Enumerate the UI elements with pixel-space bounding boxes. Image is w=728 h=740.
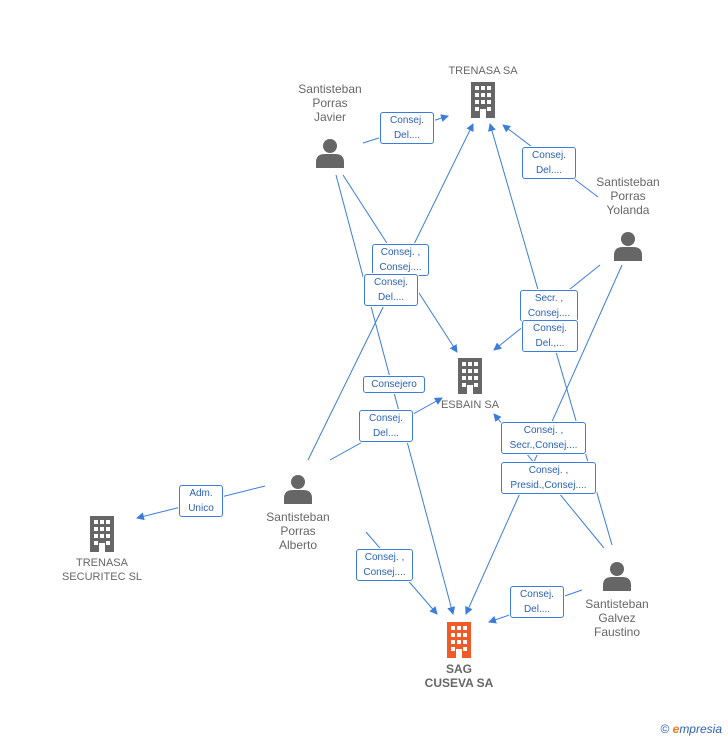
company-label: SAG CUSEVA SA — [424, 662, 494, 690]
relation-label[interactable]: Consej. , Consej.... — [372, 244, 429, 276]
person-icon — [603, 562, 631, 591]
relation-label[interactable]: Consej. Del.... — [380, 112, 434, 144]
relation-label[interactable]: Consej. , Presid.,Consej.... — [501, 462, 596, 494]
node-sag[interactable]: SAG CUSEVA SA — [414, 622, 504, 690]
building-icon — [458, 358, 482, 394]
relation-label[interactable]: Consej. Del.... — [510, 586, 564, 618]
building-icon — [90, 516, 114, 552]
company-label: TRENASA SECURITEC SL — [61, 557, 143, 583]
relation-label[interactable]: Consej. Del.... — [364, 274, 418, 306]
node-yolanda[interactable]: Santisteban Porras Yolanda — [585, 175, 671, 261]
relation-label[interactable]: Consej. , Consej.... — [356, 549, 413, 581]
edge-javier-sag — [335, 174, 456, 615]
company-label: TRENASA SA — [448, 65, 518, 77]
building-icon — [447, 622, 471, 658]
person-icon — [316, 139, 344, 168]
person-label: Santisteban Galvez Faustino — [585, 597, 649, 639]
node-faustino[interactable]: Santisteban Galvez Faustino — [572, 561, 662, 639]
node-esbain[interactable]: ESBAIN SA — [427, 358, 513, 412]
node-trenasa[interactable]: TRENASA SA — [437, 64, 529, 118]
person-label: Santisteban Porras Javier — [298, 82, 362, 124]
node-securitec[interactable]: TRENASA SECURITEC SL — [52, 516, 152, 584]
building-icon — [471, 82, 495, 118]
relation-label[interactable]: Consej. Del.... — [522, 147, 576, 179]
company-label: ESBAIN SA — [440, 399, 500, 411]
person-label: Santisteban Porras Alberto — [266, 510, 330, 552]
relation-label[interactable]: Consej. , Secr.,Consej.... — [501, 422, 586, 454]
relation-label[interactable]: Secr. , Consej.... — [520, 290, 578, 322]
node-alberto[interactable]: Santisteban Porras Alberto — [255, 474, 341, 552]
person-label: Santisteban Porras Yolanda — [596, 175, 660, 217]
copyright-symbol: © — [660, 722, 670, 736]
brand-name: mpresia — [679, 722, 722, 736]
person-icon — [614, 232, 642, 261]
brand-logo-letter: e — [672, 722, 680, 736]
relation-label[interactable]: Adm. Unico — [179, 485, 223, 517]
footer-brand: © empresia — [660, 722, 722, 736]
relation-label[interactable]: Consej. Del.,... — [522, 320, 578, 352]
relation-label[interactable]: Consej. Del.... — [359, 410, 413, 442]
person-icon — [284, 475, 312, 504]
relation-label[interactable]: Consejero — [363, 376, 425, 393]
node-javier[interactable]: Santisteban Porras Javier — [287, 82, 373, 168]
